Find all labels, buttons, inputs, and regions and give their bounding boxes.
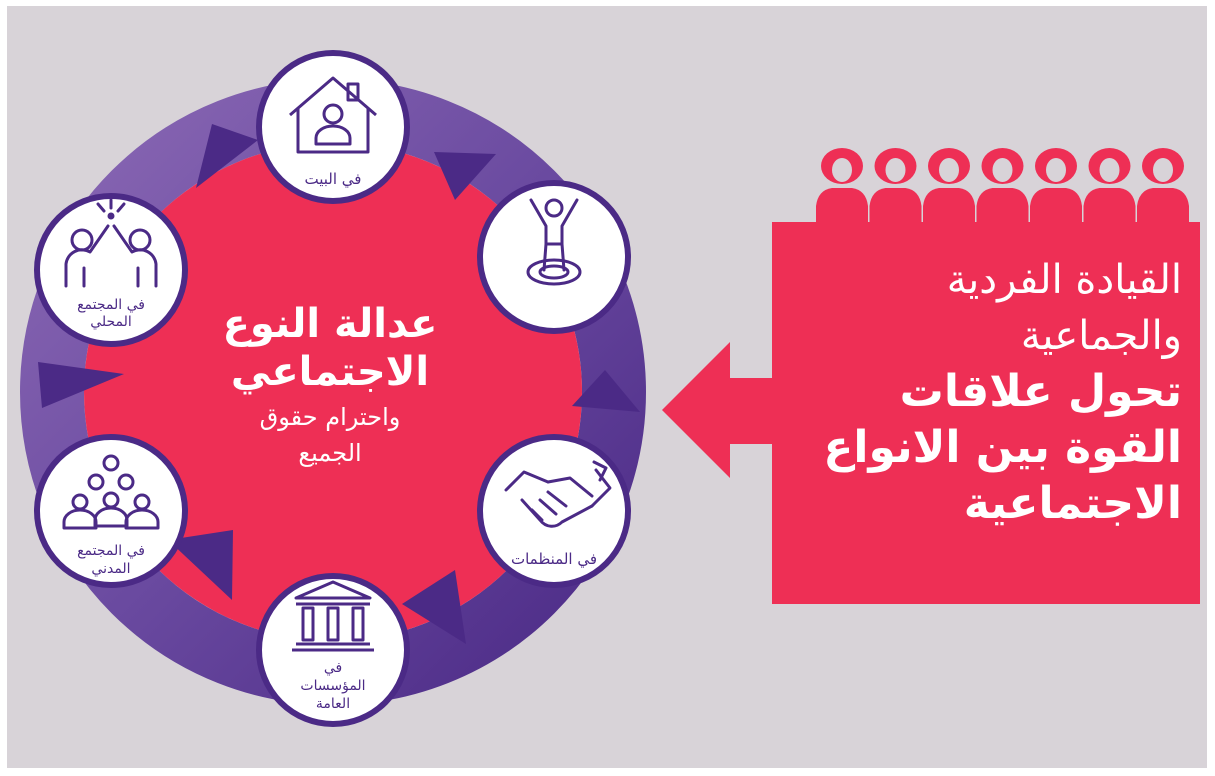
callout-line5: الاجتماعية: [963, 478, 1182, 529]
node-label: المدني: [91, 561, 130, 577]
woman-figure-icon: [1137, 148, 1189, 224]
government-building-icon: [292, 580, 374, 652]
node-label: في البيت: [305, 170, 362, 189]
row-of-women-icon: [816, 148, 1189, 224]
woman-figure-icon: [869, 148, 922, 224]
callout-line4: القوة بين الانواع: [823, 422, 1182, 473]
group-of-people-icon: [62, 454, 160, 530]
node-label: المؤسسات: [300, 678, 365, 694]
high-five-icon: [64, 198, 158, 288]
callout-box: [772, 222, 1200, 604]
node-self: [477, 180, 631, 334]
callout-arrow: [662, 342, 790, 478]
node-label: العامة: [316, 696, 350, 712]
woman-figure-icon: [976, 148, 1029, 224]
cycle-arrowhead: [196, 124, 258, 188]
node-community: في المجتمع المحلي: [34, 193, 188, 347]
center-subtitle-line1: واحترام حقوق: [259, 403, 401, 431]
woman-figure-icon: [816, 148, 868, 224]
callout-text: القيادة الفردية والجماعية تحول علاقات ال…: [790, 252, 1182, 532]
callout-line1: القيادة الفردية: [946, 257, 1182, 303]
center-text: عدالة النوع الاجتماعي واحترام حقوق الجمي…: [180, 300, 480, 468]
woman-figure-icon: [1030, 148, 1082, 224]
cycle-arrowhead: [402, 570, 466, 644]
woman-figure-icon: [1083, 148, 1136, 224]
node-civil-society: في المجتمع المدني: [34, 434, 188, 588]
center-title-line2: الاجتماعي: [230, 349, 430, 395]
cycle-arrowhead: [434, 152, 496, 200]
center-title-line1: عدالة النوع: [222, 301, 438, 347]
callout-line3: تحول علاقات: [899, 366, 1182, 417]
node-home: في البيت: [256, 50, 410, 204]
center-subtitle-line2: الجميع: [298, 439, 362, 467]
handshake-icon: [504, 460, 612, 528]
node-label: في المجتمع: [77, 543, 145, 559]
center-disc: [84, 143, 582, 641]
callout-line2: والجماعية: [1020, 313, 1182, 359]
node-public-institutions: في المؤسسات العامة: [256, 573, 410, 727]
woman-figure-icon: [923, 148, 975, 224]
node-organizations: في المنظمات: [477, 434, 631, 588]
node-label: في المنظمات: [511, 550, 597, 569]
node-label: في المجتمع: [77, 297, 145, 313]
cycle-arrowhead: [572, 370, 640, 412]
cycle-arrowhead: [38, 362, 124, 408]
cycle-arrowhead: [168, 530, 233, 600]
node-label: المحلي: [90, 314, 132, 330]
person-on-target-icon: [526, 198, 582, 286]
house-person-icon: [289, 76, 377, 154]
node-label: في: [324, 660, 342, 676]
